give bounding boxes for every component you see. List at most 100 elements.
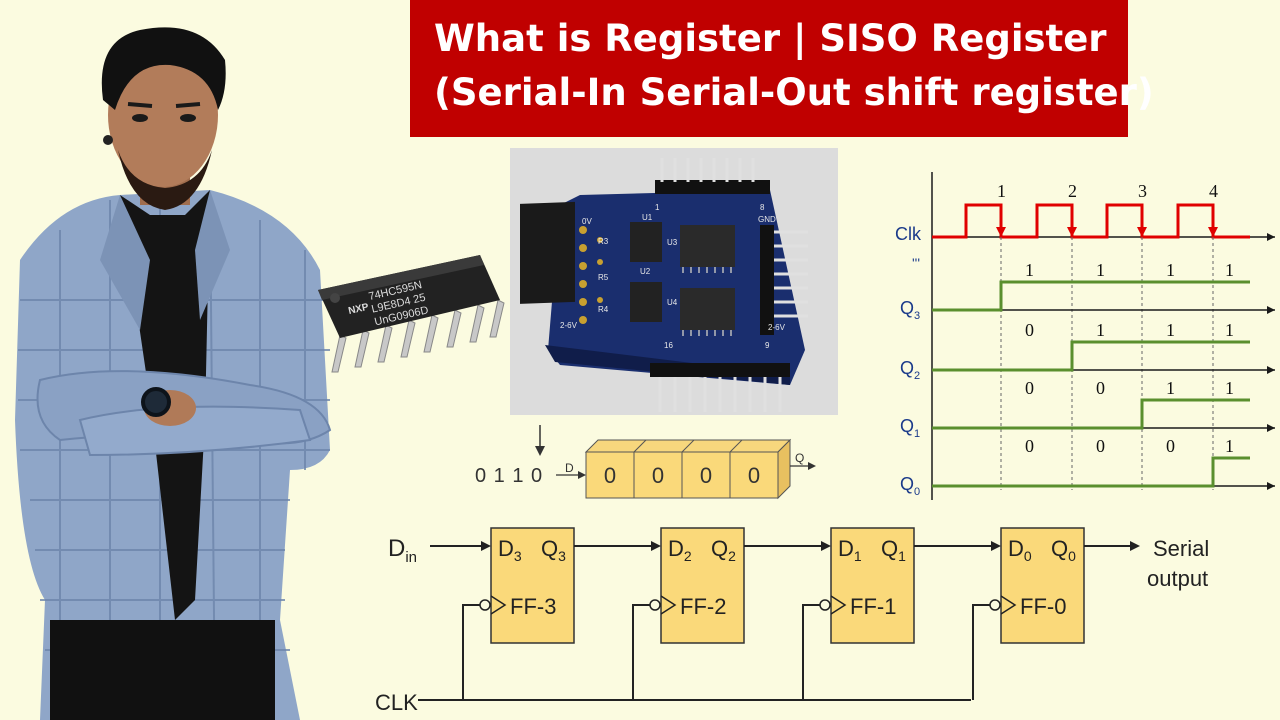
q-waveform: [932, 280, 1250, 312]
pcb-label-r5: R5: [598, 273, 609, 282]
ff-clock-wire: [462, 604, 480, 700]
q-value-label: 1: [1225, 436, 1234, 456]
q-axis-arrow: [1267, 306, 1275, 314]
shift-register-block: 0 1 1 0 D 0 0 0 0 Q: [475, 425, 816, 500]
ff-clock-triangle: [660, 595, 677, 615]
flip-flop-box: [1000, 527, 1085, 644]
shift-d-label: D: [565, 461, 574, 475]
q-value-label: 0: [1025, 378, 1034, 398]
q-value-label: 1: [1025, 260, 1034, 280]
q-value-label: 1: [1225, 260, 1234, 280]
title-banner: What is Register | SISO Register (Serial…: [410, 0, 1154, 137]
q-value-label: 1: [1166, 320, 1175, 340]
q-row-label: Q3: [900, 298, 920, 322]
ff-clock-bubble: [649, 599, 661, 611]
shift-cell-1: 0: [604, 463, 616, 488]
pcb-label-u2: U2: [640, 267, 651, 276]
ff-clock-triangle: [830, 595, 847, 615]
q-value-label: 1: [1166, 260, 1175, 280]
flip-flop-box: [490, 527, 575, 644]
q-output-arrow: [1130, 541, 1140, 551]
q-waveform: [932, 398, 1250, 430]
title-line-2: (Serial-In Serial-Out shift register): [434, 71, 1154, 114]
clk-axis-arrow: [1267, 233, 1275, 241]
shift-cell-3: 0: [700, 463, 712, 488]
ff-clock-bubble: [989, 599, 1001, 611]
q-axis-arrow: [1267, 482, 1275, 490]
shift-q-label: Q: [795, 451, 804, 465]
ff-clock-triangle: [1000, 595, 1017, 615]
clk-label: CLK: [375, 690, 418, 715]
shift-cell-2: 0: [652, 463, 664, 488]
pcb-label-u1: U1: [642, 213, 653, 222]
q-value-label: 1: [1096, 260, 1105, 280]
pcb-label-0v: 0V: [582, 217, 592, 226]
pcb-label-vcc-left: 2-6V: [560, 321, 578, 330]
q-value-label: 1: [1225, 378, 1234, 398]
pulse-number: 4: [1209, 181, 1218, 201]
pulse-number: 1: [997, 181, 1006, 201]
pcb-label-u4: U4: [667, 298, 678, 307]
serial-output-label-1: Serial: [1153, 536, 1209, 561]
pcb-label-r4: R4: [598, 305, 609, 314]
q-waveform: [932, 340, 1250, 372]
flip-flop-box: [830, 527, 915, 644]
q-output-arrow: [821, 541, 831, 551]
pcb-label-r3: R3: [598, 237, 609, 246]
presenter-illustration: [15, 27, 332, 720]
din-label: Din: [388, 535, 417, 566]
q-value-label: 0: [1096, 378, 1105, 398]
ic-chip-74hc595: NXP 74HC595N L9E8D4 25 UnG0906D: [318, 255, 505, 373]
ff-clock-bubble: [479, 599, 491, 611]
q-value-label: 1: [1225, 320, 1234, 340]
q-row-label: Q2: [900, 358, 920, 382]
clk-edge-arrow: [1208, 227, 1218, 237]
ff-clock-wire: [972, 604, 990, 700]
title-line-1: What is Register | SISO Register: [434, 17, 1107, 60]
q-value-label: 1: [1166, 378, 1175, 398]
ff-name-label: FF-3: [510, 594, 556, 619]
q-row-label: Q1: [900, 416, 920, 440]
q-value-label: 1: [1096, 320, 1105, 340]
ff-name-label: FF-1: [850, 594, 896, 619]
clk-waveform: [932, 203, 1250, 239]
din-arrow: [481, 541, 491, 551]
q-row-label: Q0: [900, 474, 920, 498]
clk-edge-arrow: [1067, 227, 1077, 237]
ff-name-label: FF-2: [680, 594, 726, 619]
q-axis-arrow: [1267, 424, 1275, 432]
ff-clock-wire: [632, 604, 650, 700]
pcb-label-16: 16: [664, 341, 673, 350]
timing-dots-label: ''': [912, 255, 920, 271]
pcb-module-image: U1 U2 U3 U4 2-6V 2-6V 16 9 1 8 R4 R5 R3 …: [510, 148, 838, 415]
ff-clock-triangle: [490, 595, 507, 615]
q-output-arrow: [651, 541, 661, 551]
clk-edge-arrow: [996, 227, 1006, 237]
q-axis-arrow: [1267, 366, 1275, 374]
pcb-label-gnd: GND: [758, 215, 776, 224]
pulse-number: 2: [1068, 181, 1077, 201]
timing-clk-label: Clk: [895, 224, 922, 244]
clk-edge-arrow: [1137, 227, 1147, 237]
pcb-label-u3: U3: [667, 238, 678, 247]
q-value-label: 0: [1096, 436, 1105, 456]
q-value-label: 0: [1025, 320, 1034, 340]
chip-logo: NXP: [347, 302, 370, 317]
flip-flop-box: [660, 527, 745, 644]
q-value-label: 0: [1025, 436, 1034, 456]
input-bit-stream: 0 1 1 0: [475, 465, 543, 487]
serial-output-label-2: output: [1147, 566, 1208, 591]
ff-clock-bubble: [819, 599, 831, 611]
pcb-label-9: 9: [765, 341, 770, 350]
q-value-label: 0: [1166, 436, 1175, 456]
pcb-label-vcc-right: 2-6V: [768, 323, 786, 332]
ff-name-label: FF-0: [1020, 594, 1066, 619]
pcb-label-8: 8: [760, 203, 765, 212]
pulse-number: 3: [1138, 181, 1147, 201]
q-output-arrow: [991, 541, 1001, 551]
q-waveform: [932, 456, 1250, 488]
pcb-label-1: 1: [655, 203, 660, 212]
